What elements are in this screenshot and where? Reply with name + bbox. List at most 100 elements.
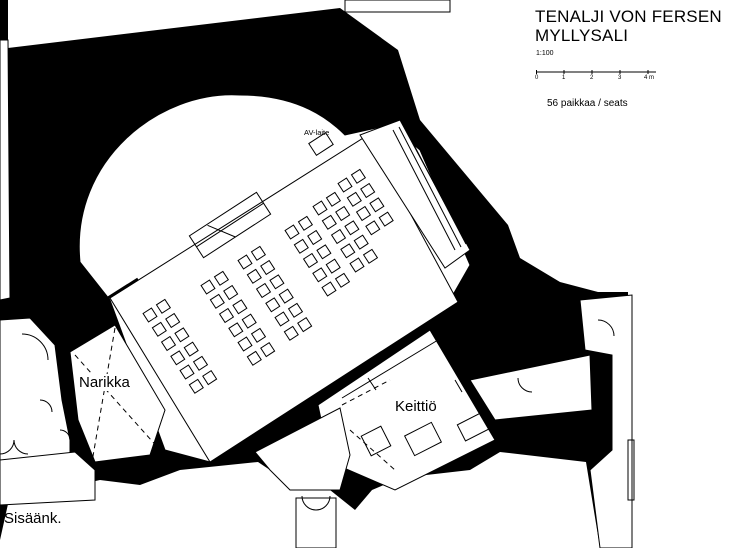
seat <box>283 325 299 341</box>
seat <box>165 312 181 329</box>
plan-title: TENALJI VON FERSEN <box>535 7 722 26</box>
kitchen-counter <box>403 421 443 457</box>
room-label-entrance: Sisäänk. <box>4 510 62 527</box>
seat <box>142 307 158 323</box>
room-label-narikka: Narikka <box>78 374 131 391</box>
seat-count: 56 paikkaa / seats <box>547 98 628 109</box>
seat <box>334 272 351 288</box>
seat <box>325 191 342 207</box>
door-entry-2 <box>13 439 29 455</box>
seat <box>237 336 253 352</box>
seat <box>250 245 267 261</box>
seat <box>232 299 248 315</box>
seat <box>155 298 172 314</box>
seat <box>344 220 360 236</box>
seat <box>340 243 356 259</box>
scale-label-4: 4 m <box>644 75 655 81</box>
seat <box>237 254 253 270</box>
seat <box>188 378 204 394</box>
seat <box>369 197 385 213</box>
kitchen-unit <box>456 412 490 442</box>
seat <box>297 215 314 231</box>
door-frame-right <box>627 439 635 501</box>
seat <box>183 341 199 357</box>
seat <box>209 293 225 309</box>
door-lobby <box>59 429 71 441</box>
seat <box>325 258 341 274</box>
lobby-room <box>0 451 96 506</box>
seat <box>365 220 381 236</box>
seat <box>265 297 281 313</box>
seat <box>260 341 276 358</box>
stage-strip <box>359 119 471 269</box>
seat <box>174 327 190 343</box>
seat <box>362 248 379 264</box>
seat <box>312 200 328 216</box>
seat <box>255 282 272 299</box>
kitchen-fixtures <box>341 339 490 457</box>
apse-details <box>74 91 467 300</box>
seat <box>337 177 353 193</box>
seat <box>302 252 319 269</box>
bottom-passage <box>254 407 351 491</box>
seat <box>160 335 177 352</box>
narikka-dashes <box>74 327 396 471</box>
seat <box>179 364 195 380</box>
scale-bar <box>536 70 656 74</box>
seat <box>274 311 290 327</box>
seat <box>353 234 369 250</box>
seat <box>246 350 262 366</box>
seat <box>287 302 304 318</box>
door-apse-left <box>21 333 49 361</box>
seat <box>307 229 323 246</box>
seat <box>378 211 394 227</box>
room-label-keittio: Keittiö <box>394 398 438 415</box>
seat <box>250 327 267 343</box>
seat <box>192 355 209 371</box>
doors <box>0 319 635 548</box>
top-right-open <box>344 0 451 13</box>
seat <box>360 182 376 199</box>
seat <box>349 257 365 273</box>
seat <box>151 321 167 337</box>
seat <box>321 214 337 230</box>
seat <box>330 228 347 245</box>
seat <box>321 281 337 297</box>
seat <box>335 205 351 222</box>
door-frame-bottom <box>295 497 337 548</box>
door-right <box>597 319 615 337</box>
seat <box>228 322 244 338</box>
scale-ratio: 1:100 <box>536 50 554 57</box>
seat <box>350 168 367 184</box>
seat <box>312 267 328 283</box>
seat <box>346 191 362 207</box>
scale-label-1: 1 <box>562 75 566 81</box>
seat <box>355 205 372 222</box>
av-box <box>308 131 334 157</box>
av-equipment-label: AV-laite <box>304 128 330 137</box>
right-corridor <box>469 354 593 421</box>
seat <box>213 270 230 286</box>
seat <box>170 350 186 366</box>
scale-label-0: 0 <box>535 75 539 81</box>
door-narikka <box>39 399 53 413</box>
seat <box>269 274 285 290</box>
seat <box>246 268 262 284</box>
seat <box>278 288 294 304</box>
seat <box>293 238 309 254</box>
seat <box>241 313 257 329</box>
narikka-room <box>69 324 166 463</box>
seat <box>316 244 332 260</box>
seat <box>202 369 218 386</box>
seat <box>200 279 216 295</box>
scale-label-2: 2 <box>590 75 594 81</box>
kitchen-stove <box>360 425 392 457</box>
right-room <box>579 294 633 548</box>
seat <box>223 284 239 301</box>
left-strip <box>0 39 11 301</box>
plan-subtitle: MYLLYSALI <box>535 26 629 45</box>
seating-grid <box>142 168 394 394</box>
door-corridor <box>517 377 533 393</box>
seat <box>284 224 300 240</box>
